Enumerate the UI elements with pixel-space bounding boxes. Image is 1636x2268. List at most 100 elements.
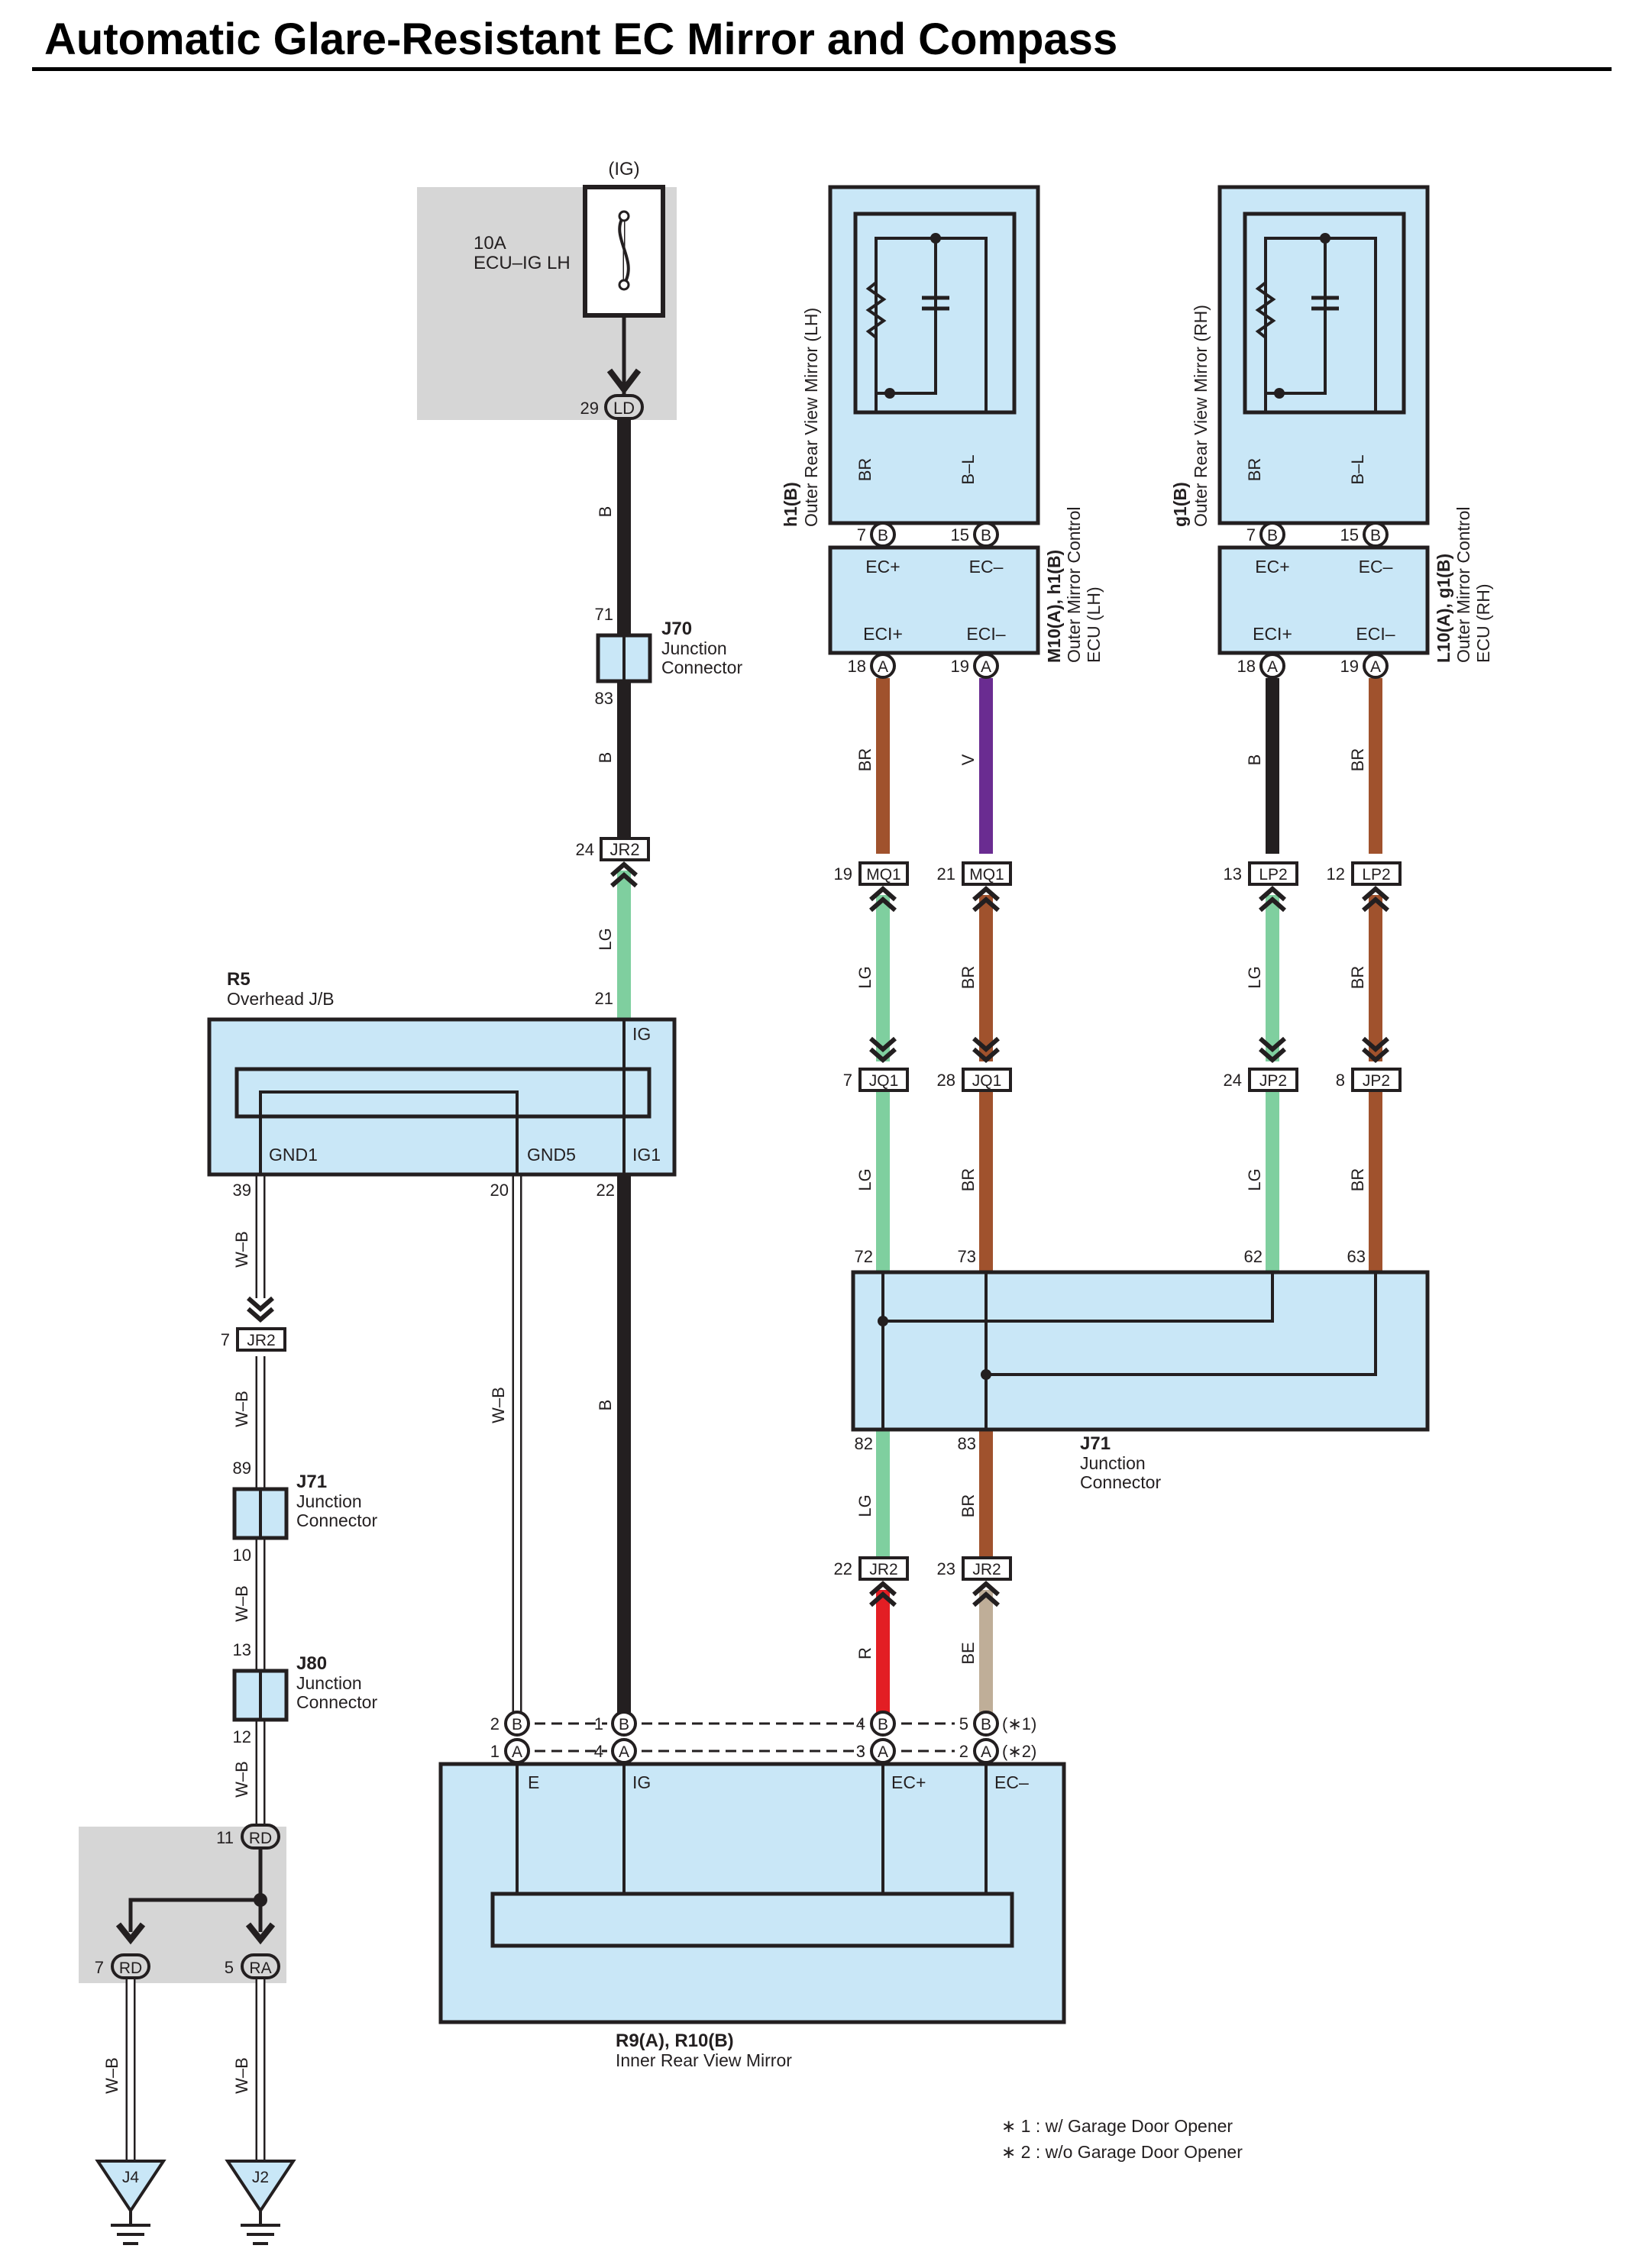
- svg-text:E: E: [528, 1772, 539, 1792]
- svg-text:JR2: JR2: [869, 1561, 897, 1578]
- connector-ld: LD 29: [580, 394, 644, 420]
- svg-text:GND5: GND5: [527, 1145, 576, 1165]
- svg-text:Overhead J/B: Overhead J/B: [227, 989, 335, 1009]
- svg-text:24: 24: [1224, 1071, 1242, 1090]
- svg-text:Outer Mirror Control: Outer Mirror Control: [1453, 507, 1473, 663]
- svg-text:BR: BR: [959, 1168, 978, 1192]
- svg-text:15: 15: [1340, 525, 1359, 544]
- svg-text:B: B: [1267, 527, 1278, 544]
- resistor-icon: [1255, 281, 1276, 339]
- ground-icon: J4: [95, 2160, 167, 2245]
- svg-text:1: 1: [594, 1714, 603, 1733]
- svg-text:A: A: [981, 1743, 991, 1761]
- svg-text:R9(A), R10(B): R9(A), R10(B): [616, 2031, 734, 2051]
- svg-text:IG: IG: [632, 1772, 651, 1792]
- svg-text:22: 22: [597, 1181, 615, 1200]
- svg-text:W–B: W–B: [232, 1231, 251, 1268]
- svg-text:LG: LG: [855, 1168, 875, 1191]
- outer-mirror-ecu-rh: EC+ EC– ECI+ ECI– L10(A), g1(B) Outer Mi…: [1217, 507, 1493, 679]
- wire-labels-lower: B W–B W–B W–B W–B W–B W–B W–B: [102, 1231, 615, 2094]
- svg-text:12: 12: [233, 1727, 251, 1746]
- svg-text:ECI–: ECI–: [1356, 624, 1395, 644]
- svg-text:83: 83: [958, 1434, 976, 1453]
- svg-text:MQ1: MQ1: [866, 866, 901, 884]
- svg-text:L10(A), g1(B): L10(A), g1(B): [1434, 554, 1453, 663]
- svg-text:RA: RA: [249, 1959, 271, 1977]
- svg-text:BR: BR: [1348, 748, 1367, 772]
- svg-text:10: 10: [233, 1546, 251, 1565]
- pin-ld-label: 29: [580, 399, 599, 418]
- svg-text:21: 21: [937, 864, 955, 884]
- svg-text:JQ1: JQ1: [972, 1072, 1002, 1090]
- fuse-name-label: ECU–IG LH: [474, 253, 571, 273]
- svg-text:7: 7: [843, 1071, 852, 1090]
- ground-icon: J2: [225, 2160, 296, 2245]
- svg-text:Outer Mirror Control: Outer Mirror Control: [1064, 507, 1084, 663]
- svg-text:JQ1: JQ1: [869, 1072, 899, 1090]
- svg-text:BE: BE: [959, 1642, 978, 1664]
- svg-text:39: 39: [233, 1181, 251, 1200]
- svg-text:A: A: [1370, 658, 1381, 676]
- resistor-icon: [865, 281, 887, 339]
- svg-text:LG: LG: [855, 1494, 875, 1517]
- capacitor-icon: [922, 238, 949, 393]
- junction-connector-j70: 71 83 J70 Junction Connector: [595, 605, 743, 708]
- svg-text:20: 20: [490, 1181, 509, 1200]
- svg-text:82: 82: [855, 1434, 873, 1453]
- svg-text:GND1: GND1: [269, 1145, 318, 1165]
- svg-text:7: 7: [1246, 525, 1256, 544]
- svg-text:J71: J71: [1080, 1433, 1111, 1454]
- svg-text:B: B: [619, 1716, 629, 1733]
- svg-text:18: 18: [1237, 657, 1256, 676]
- svg-text:71: 71: [595, 605, 613, 624]
- svg-text:LG: LG: [1245, 966, 1264, 988]
- svg-text:BR: BR: [1348, 1168, 1367, 1192]
- svg-text:2: 2: [490, 1714, 500, 1733]
- junction-connector-j71-right: 72 73 62 63 82 83 J71 Junction Connector: [851, 1247, 1430, 1492]
- wire-labels-upper: B B LG BR V B BR LG BR LG BR LG BR LG BR: [596, 506, 1367, 1192]
- outer-mirror-lh: BR B–L h1(B) Outer Rear View Mirror (LH): [781, 185, 1040, 527]
- fuse-rating-label: 10A: [474, 233, 506, 254]
- overhead-jb-r5: R5 Overhead J/B 21 IG GND1 GND5 IG1 39 2…: [207, 969, 677, 1200]
- svg-text:W–B: W–B: [102, 2057, 121, 2094]
- svg-text:19: 19: [951, 657, 969, 676]
- svg-text:B: B: [1370, 527, 1381, 544]
- svg-text:JR2: JR2: [609, 840, 639, 859]
- svg-text:B: B: [596, 506, 615, 518]
- pin-row-b: B 2 B 1 B 4 B 5 (∗1): [490, 1711, 1036, 1737]
- svg-text:BR: BR: [855, 458, 875, 482]
- svg-text:A: A: [512, 1743, 522, 1761]
- pins-outer-mirrors: B 7 B 15 B 7 B 15: [857, 522, 1389, 548]
- svg-text:B: B: [1245, 754, 1264, 766]
- svg-text:24: 24: [576, 840, 594, 859]
- svg-text:LG: LG: [855, 966, 875, 988]
- svg-text:Inner Rear View Mirror: Inner Rear View Mirror: [616, 2050, 792, 2070]
- fuse-ecu-ig-lh: (IG) 10A ECU–IG LH: [474, 159, 665, 395]
- svg-text:(∗1): (∗1): [1002, 1714, 1036, 1733]
- svg-text:3: 3: [856, 1742, 865, 1761]
- svg-text:28: 28: [937, 1071, 955, 1090]
- svg-text:BR: BR: [959, 1494, 978, 1518]
- svg-text:LP2: LP2: [1259, 866, 1287, 884]
- svg-text:W–B: W–B: [232, 1391, 251, 1427]
- svg-text:W–B: W–B: [232, 1585, 251, 1622]
- svg-text:J80: J80: [296, 1653, 327, 1674]
- svg-text:IG: IG: [632, 1024, 651, 1044]
- outer-mirror-ecu-lh: EC+ EC– ECI+ ECI– M10(A), h1(B) Outer Mi…: [828, 507, 1104, 679]
- svg-text:BR: BR: [855, 748, 875, 772]
- footnote-1: ∗ 1 : w/ Garage Door Opener: [1001, 2116, 1233, 2136]
- svg-text:21: 21: [595, 989, 613, 1008]
- svg-text:W–B: W–B: [489, 1387, 508, 1423]
- svg-text:12: 12: [1327, 864, 1345, 884]
- svg-text:LG: LG: [1245, 1168, 1264, 1191]
- svg-text:63: 63: [1347, 1247, 1366, 1266]
- svg-text:ECI–: ECI–: [966, 624, 1005, 644]
- svg-text:(∗2): (∗2): [1002, 1742, 1036, 1761]
- svg-text:LG: LG: [596, 928, 615, 950]
- svg-text:LP2: LP2: [1362, 866, 1390, 884]
- svg-text:R: R: [855, 1647, 875, 1659]
- svg-text:Junction: Junction: [296, 1673, 362, 1693]
- svg-text:Connector: Connector: [296, 1510, 377, 1530]
- svg-text:72: 72: [855, 1247, 873, 1266]
